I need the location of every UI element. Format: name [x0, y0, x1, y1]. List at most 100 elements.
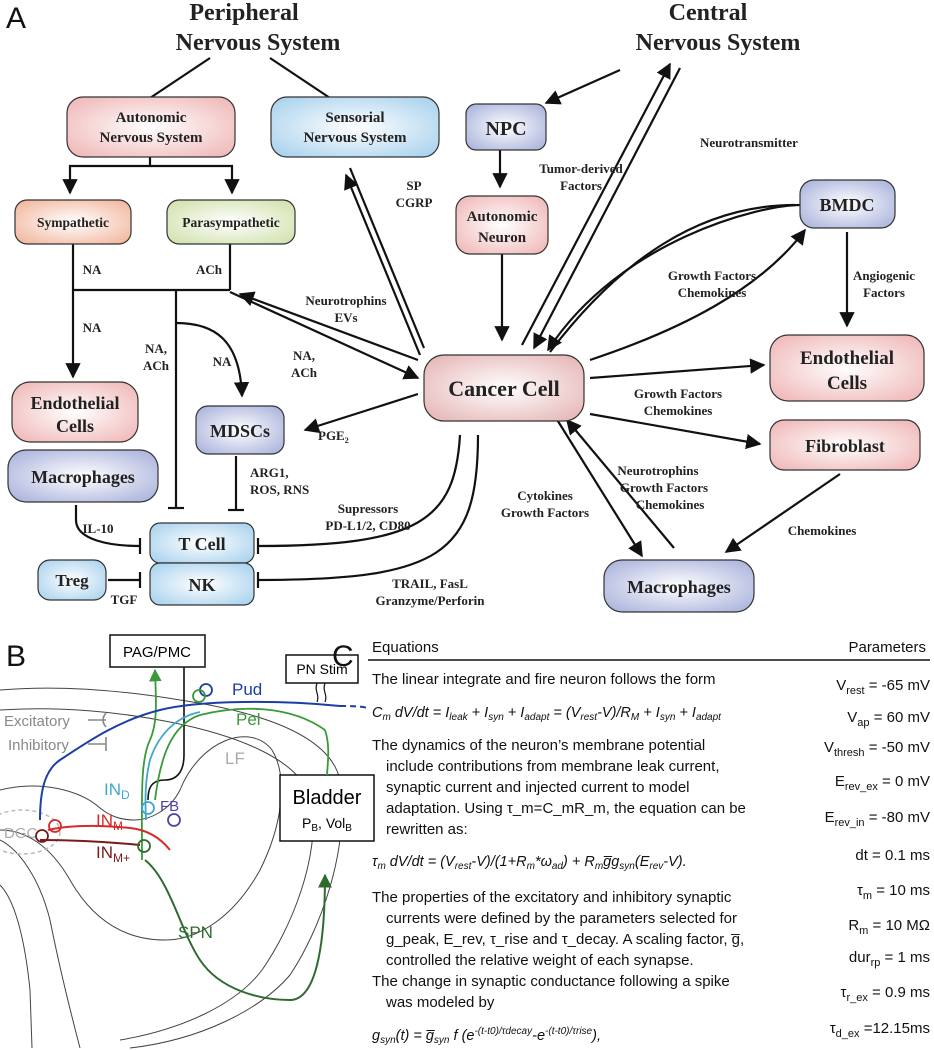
endothelial-right-line1: Endothelial: [800, 348, 894, 369]
p3-line6: was modeled by: [385, 994, 495, 1011]
panel-c-letter: C: [332, 640, 354, 673]
p2-line4: adaptation. Using τ_m=C_mR_m, the equati…: [386, 800, 746, 817]
node-cancer-cell: Cancer Cell: [423, 354, 585, 422]
label-ros-rns: ROS, RNS: [250, 482, 309, 497]
treg-label: Treg: [55, 571, 89, 590]
equation-3: gsyn(t) = g̅syn f (e-(t-t0)/τdecay-e-(t-…: [372, 1026, 601, 1046]
pag-descending-path: [147, 667, 185, 801]
p2-line5: rewritten as:: [386, 821, 468, 838]
dgc-ellipse: [0, 809, 61, 855]
panel-b-letter: B: [6, 640, 26, 673]
inhibitory-label: Inhibitory: [8, 737, 69, 754]
edge-cancer-nk: [257, 434, 480, 582]
edge-sensorial-cancer: [348, 167, 426, 349]
label-granzyme: Granzyme/Perforin: [375, 593, 485, 608]
label-ach1: ACh: [196, 262, 223, 277]
node-sympathetic: Sympathetic: [14, 199, 132, 245]
parameter-8: durrp = 1 ms: [849, 949, 930, 969]
bladder-box: Bladder PB, VolB: [279, 774, 375, 842]
edge-na-mdscs: [175, 321, 250, 398]
edge-cancer-fibroblast: [589, 412, 762, 450]
edge-cancer-endothelial: [589, 358, 766, 380]
edge-cancer-neurotrophins: [238, 291, 419, 362]
pel-soma: [192, 689, 206, 703]
label-tumor-derived-1: Tumor-derived: [539, 161, 623, 176]
p3-line3: g_peak, E_rev, τ_rise and τ_decay. A sca…: [386, 931, 744, 948]
edge-cancer-macrophages: [555, 417, 643, 558]
edge-na-ach-cancer: [229, 290, 420, 380]
inm-minus-path: [47, 824, 171, 851]
equation-1: Cm dV/dt = Ileak + Isyn + Iadapt = (Vres…: [372, 705, 722, 723]
label-neurotrophins: Neurotrophins: [305, 293, 386, 308]
p2-line2: include contributions from membrane leak…: [386, 758, 720, 775]
p3-line1: The properties of the excitatory and inh…: [372, 889, 732, 906]
sensorial-line2: Nervous System: [304, 130, 407, 146]
label-na-ach-v1: NA,: [145, 341, 167, 356]
endothelial-left-line2: Cells: [56, 416, 94, 436]
label-angiogenic-1: Angiogenic: [853, 268, 915, 283]
edge-autonomic-symp: [62, 156, 152, 195]
pag-pmc-box: PAG/PMC: [109, 634, 206, 668]
bladder-sublabel: PB, VolB: [302, 815, 352, 834]
label-chemokines-3: Chemokines: [636, 497, 705, 512]
label-arg1: ARG1,: [250, 465, 289, 480]
spn-path: [144, 859, 332, 1002]
paragraph-3: The properties of the excitatory and inh…: [372, 889, 744, 1011]
equations-heading: Equations: [372, 639, 439, 656]
pag-pmc-label: PAG/PMC: [123, 644, 191, 661]
p3-line2: currents were defined by the parameters …: [386, 910, 737, 927]
label-growth-factors-4: Growth Factors: [620, 480, 708, 495]
edge-bmdc-cancer: [547, 203, 801, 352]
node-sensorial: Sensorial Nervous System: [270, 96, 440, 158]
parasympathetic-label: Parasympathetic: [182, 215, 279, 230]
edge-autonomic-parasymp: [150, 164, 240, 195]
sensorial-line1: Sensorial: [325, 110, 384, 126]
inm-minus-soma: [48, 819, 62, 833]
cns-line1: Central: [669, 0, 748, 26]
endothelial-right-line2: Cells: [827, 373, 867, 394]
parameter-9: τr_ex = 0.9 ms: [841, 984, 930, 1004]
node-fibroblast: Fibroblast: [769, 419, 921, 471]
inhibitory-symbol: [88, 737, 107, 751]
label-na1: NA: [83, 262, 102, 277]
tcell-label: T Cell: [178, 534, 225, 554]
label-growth-factors-3: Growth Factors: [501, 505, 589, 520]
edge-cancer-sensorial: [344, 173, 422, 356]
label-cgrp: CGRP: [396, 195, 433, 210]
edge-pns-sensorial: [269, 57, 331, 99]
label-na-ach-c2: ACh: [291, 365, 318, 380]
label-na-ach-c1: NA,: [293, 348, 315, 363]
cancer-cell-label: Cancer Cell: [448, 376, 559, 401]
pn-stim-label: PN Stim: [296, 661, 347, 677]
label-supressors: Supressors: [338, 501, 398, 516]
p2-line1: The dynamics of the neuron’s membrane po…: [372, 737, 705, 754]
macrophages-left-label: Macrophages: [31, 467, 135, 487]
parameter-6: τm = 10 ms: [857, 882, 930, 902]
node-npc: NPC: [465, 103, 547, 151]
node-autonomic: Autonomic Nervous System: [66, 96, 236, 158]
node-autonomic-neuron: Autonomic Neuron: [455, 195, 549, 255]
pn-stim-electrode: [315, 682, 327, 703]
p3-line5: The change in synaptic conductance follo…: [372, 973, 730, 990]
parameter-2: Vthresh = -50 mV: [824, 739, 930, 759]
node-macrophages-left: Macrophages: [7, 449, 159, 503]
node-macrophages-bottom: Macrophages: [603, 559, 755, 613]
parameter-5: dt = 0.1 ms: [855, 847, 930, 864]
edge-pns-autonomic: [149, 57, 211, 99]
label-na2: NA: [83, 320, 102, 335]
label-na3: NA: [213, 354, 232, 369]
pel-label: Pel: [236, 710, 261, 729]
node-tcell: T Cell: [149, 522, 255, 564]
node-nk: NK: [149, 562, 255, 606]
label-pd-l1: PD-L1/2, CD80: [325, 518, 410, 533]
node-mdscs: MDSCs: [195, 405, 285, 455]
ascending-path: [140, 668, 162, 861]
edge-cancer-cns: [521, 62, 671, 346]
panel-a-edges: [62, 57, 855, 588]
pn-stim-box: PN Stim: [285, 654, 359, 703]
inm-plus-label: INM+: [96, 843, 130, 865]
excitatory-symbol: [88, 712, 107, 728]
label-growth-chemo-1b: Chemokines: [678, 285, 747, 300]
label-il10: IL-10: [82, 521, 113, 536]
